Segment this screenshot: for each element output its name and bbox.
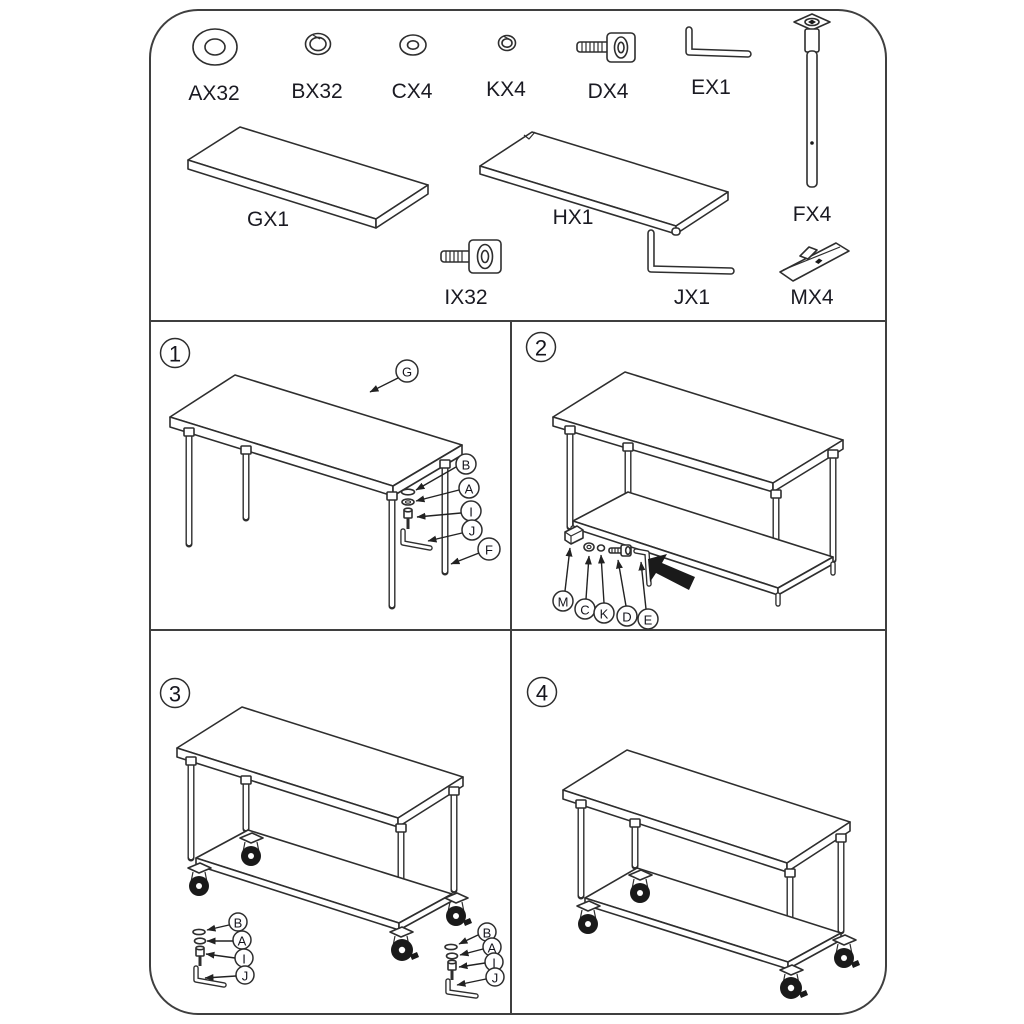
- callout-m: [552, 590, 574, 612]
- svg-text:A: A: [488, 941, 497, 956]
- step-3-number: 3: [169, 682, 181, 707]
- callout-f: [477, 537, 501, 561]
- callout-e: [637, 608, 659, 630]
- washer-icon: [583, 542, 595, 552]
- svg-text:I: I: [469, 505, 473, 520]
- part-ex1: EX1: [685, 26, 752, 99]
- step-2-callouts: M C K D E: [552, 547, 659, 630]
- step-1-table-diagram: [169, 374, 463, 610]
- part-label-hx1: HX1: [553, 206, 594, 229]
- caster-icon: [576, 900, 601, 934]
- svg-text:I: I: [242, 952, 246, 967]
- part-label-ex1: EX1: [691, 76, 731, 99]
- part-label-gx1: GX1: [247, 208, 289, 231]
- direction-arrow-icon: [648, 554, 695, 590]
- svg-text:B: B: [234, 916, 243, 931]
- svg-text:J: J: [242, 969, 249, 984]
- step-3-right-hardware: B A I J: [444, 922, 505, 999]
- step-4-panel: 4: [526, 676, 860, 999]
- step-4-number: 4: [536, 681, 548, 706]
- part-gx1: GX1: [187, 126, 429, 231]
- svg-text:A: A: [238, 934, 247, 949]
- part-label-jx1: JX1: [674, 286, 710, 309]
- svg-text:J: J: [469, 524, 476, 539]
- callout-j: [485, 967, 505, 987]
- part-ix32: IX32: [440, 239, 502, 309]
- step-3-table-diagram: [176, 706, 472, 961]
- callout-j: [461, 519, 483, 541]
- step-1-number-circle: [159, 337, 191, 369]
- part-label-cx4: CX4: [392, 80, 433, 103]
- parts-panel: AX32 BX32 CX4 KX4 DX4: [187, 13, 850, 309]
- step-2-number-circle: [525, 331, 557, 363]
- step-3-panel: 3: [159, 677, 505, 999]
- washer-icon: [192, 928, 206, 936]
- part-label-kx4: KX4: [486, 78, 526, 101]
- svg-text:I: I: [492, 956, 496, 971]
- part-label-ax32: AX32: [188, 82, 239, 105]
- svg-text:G: G: [402, 365, 412, 380]
- svg-text:D: D: [622, 610, 631, 625]
- callout-a: [458, 477, 480, 499]
- part-bx32: BX32: [291, 32, 343, 103]
- step-2-hardware-row: [564, 525, 695, 590]
- part-label-mx4: MX4: [790, 286, 834, 309]
- caster-icon: [239, 832, 264, 866]
- sheet-border: [149, 9, 887, 1015]
- washer-icon: [193, 937, 207, 945]
- svg-text:C: C: [580, 603, 589, 618]
- part-hx1: HX1: [479, 131, 729, 236]
- svg-text:B: B: [462, 458, 471, 473]
- svg-text:J: J: [492, 971, 499, 986]
- svg-text:F: F: [485, 543, 493, 558]
- sheet-frame: [149, 9, 887, 1015]
- caster-icon: [444, 892, 472, 926]
- part-ax32: AX32: [188, 28, 240, 105]
- caster-icon: [628, 869, 653, 903]
- part-label-bx32: BX32: [291, 80, 342, 103]
- svg-text:A: A: [465, 482, 474, 497]
- step-4-number-circle: [526, 676, 558, 708]
- callout-b: [228, 912, 248, 932]
- part-jx1: JX1: [647, 229, 735, 309]
- washer-icon: [401, 498, 415, 506]
- svg-text:K: K: [600, 607, 609, 622]
- part-mx4: MX4: [779, 242, 850, 309]
- callout-g: [395, 359, 419, 383]
- svg-text:B: B: [483, 926, 492, 941]
- allen-key-icon: [647, 229, 735, 275]
- part-label-dx4: DX4: [588, 80, 629, 103]
- part-kx4: KX4: [486, 34, 526, 101]
- callout-b: [455, 453, 477, 475]
- step-4-table-diagram: [562, 749, 860, 999]
- svg-text:M: M: [558, 595, 569, 610]
- callout-j: [235, 965, 255, 985]
- part-label-fx4: FX4: [793, 203, 832, 226]
- washer-icon: [400, 488, 416, 496]
- corner-bracket-icon: [779, 242, 850, 282]
- callout-d: [616, 605, 638, 627]
- caster-icon: [832, 934, 860, 968]
- part-fx4: FX4: [793, 13, 832, 226]
- washer-icon: [445, 952, 459, 960]
- step-1-number: 1: [169, 342, 181, 367]
- part-dx4: DX4: [576, 32, 636, 103]
- step-3-left-hardware: B A I J: [192, 912, 255, 988]
- caster-icon: [779, 964, 808, 999]
- step-1-callouts: G B A I J F: [369, 359, 501, 565]
- step-1-hardware-stack: [400, 488, 433, 551]
- washer-icon: [444, 943, 458, 951]
- step-2-panel: 2: [525, 331, 844, 630]
- caster-icon: [187, 862, 212, 896]
- svg-text:E: E: [644, 613, 653, 628]
- washer-icon: [596, 544, 606, 552]
- part-label-ix32: IX32: [444, 286, 487, 309]
- step-2-number: 2: [535, 336, 547, 361]
- step-1-panel: 1 G B: [159, 337, 501, 610]
- step-3-number-circle: [159, 677, 191, 709]
- step-2-table-diagram: [552, 371, 844, 607]
- part-cx4: CX4: [392, 34, 433, 103]
- caster-icon: [389, 926, 419, 961]
